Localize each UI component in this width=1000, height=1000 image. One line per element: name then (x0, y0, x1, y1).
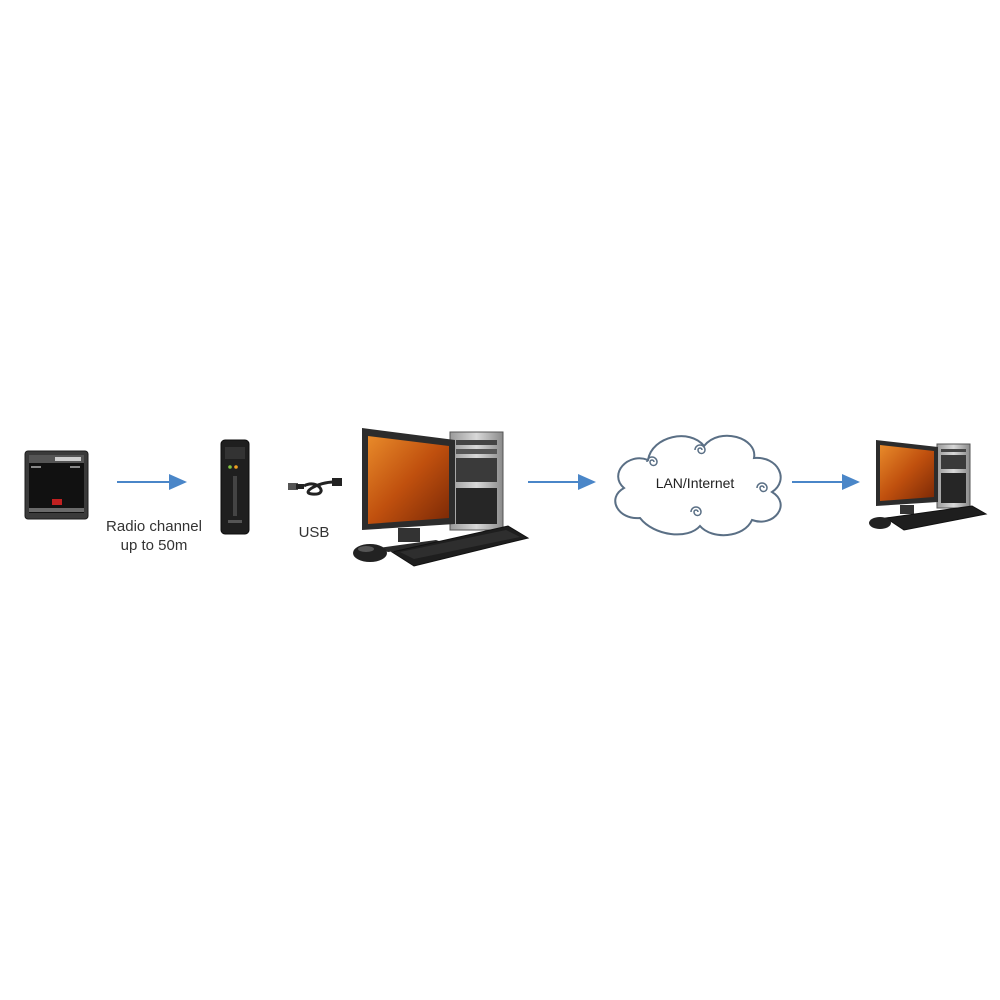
usb-label: USB (298, 524, 330, 541)
network-label: LAN/Internet (655, 475, 735, 491)
radio-channel-line2: up to 50m (120, 537, 188, 554)
cloud-icon (614, 434, 782, 537)
remote-terminal-icon (24, 450, 89, 520)
radio-channel-label: Radio channel up to 50m (90, 517, 218, 555)
radio-channel-line1: Radio channel (106, 518, 202, 535)
remote-computer-icon (869, 440, 988, 531)
radio-receiver-icon (220, 439, 250, 535)
usb-cable-icon (288, 478, 342, 496)
desktop-computer-icon (353, 428, 530, 567)
